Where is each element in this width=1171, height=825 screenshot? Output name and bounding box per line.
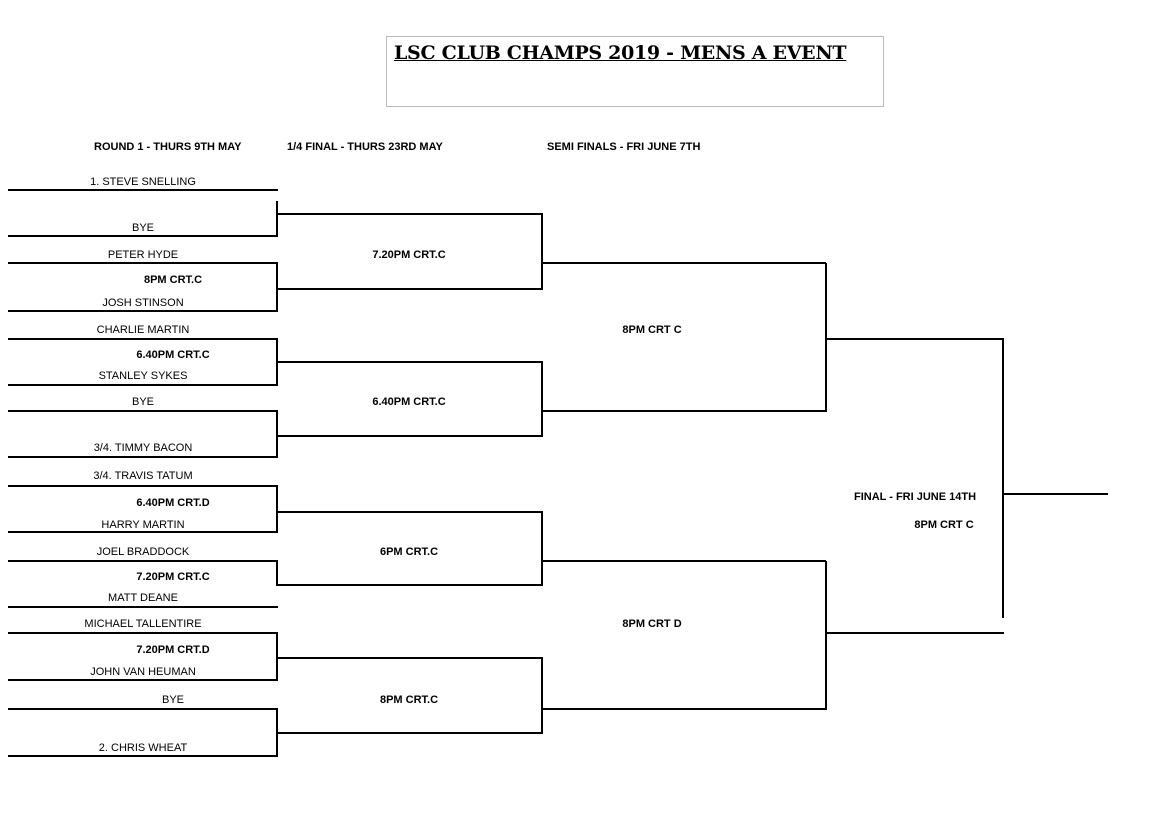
bracket-line: [8, 456, 278, 458]
player-name: 3/4. TRAVIS TATUM: [93, 470, 193, 482]
player-name: JOSH STINSON: [102, 297, 184, 309]
match-time: 7.20PM CRT.C: [136, 571, 210, 583]
bracket-line: [277, 511, 543, 513]
bracket-line: [541, 214, 543, 290]
bracket-line: [8, 632, 278, 634]
player-name: JOHN VAN HEUMAN: [90, 666, 196, 678]
bracket-line: [276, 561, 278, 586]
header-quarter-final: 1/4 FINAL - THURS 23RD MAY: [287, 141, 443, 153]
bracket-line: [277, 435, 543, 437]
quarter-final-time: 8PM CRT.C: [379, 694, 439, 706]
bracket-line: [277, 657, 543, 659]
match-time: 6.40PM CRT.C: [136, 349, 210, 361]
match-time: 6.40PM CRT.D: [136, 497, 210, 509]
title-box: LSC CLUB CHAMPS 2019 - MENS A EVENT: [386, 36, 884, 107]
bracket-line: [276, 411, 278, 458]
player-name: BYE: [131, 396, 155, 408]
match-time: 8PM CRT.C: [143, 274, 203, 286]
bracket-line: [541, 512, 543, 586]
bracket-line: [1002, 339, 1004, 618]
semi-final-time: 8PM CRT D: [622, 618, 682, 630]
final-time: 8PM CRT C: [914, 519, 974, 531]
player-name: STANLEY SYKES: [98, 370, 188, 382]
bracket-line: [8, 485, 278, 487]
player-name: PETER HYDE: [107, 249, 179, 261]
quarter-final-time: 6.40PM CRT.C: [372, 396, 446, 408]
bracket-line: [276, 263, 278, 312]
match-time: 7.20PM CRT.D: [136, 644, 210, 656]
bracket-line: [277, 288, 543, 290]
bracket-line: [541, 658, 543, 734]
player-name: BYE: [161, 694, 185, 706]
bracket-line: [826, 338, 1004, 340]
player-name: MICHAEL TALLENTIRE: [84, 618, 202, 630]
player-name: CHARLIE MARTIN: [96, 324, 190, 336]
page-title: LSC CLUB CHAMPS 2019 - MENS A EVENT: [394, 42, 847, 64]
bracket-line: [8, 679, 278, 681]
bracket-line: [8, 310, 278, 312]
player-name: MATT DEANE: [108, 592, 178, 604]
bracket-line: [8, 235, 278, 237]
bracket-line: [276, 486, 278, 533]
player-name: 3/4. TIMMY BACON: [93, 442, 193, 454]
quarter-final-time: 6PM CRT.C: [379, 546, 439, 558]
bracket-line: [541, 362, 543, 437]
semi-final-time: 8PM CRT C: [622, 324, 682, 336]
bracket-line: [277, 584, 543, 586]
player-name: 1. STEVE SNELLING: [90, 176, 196, 188]
bracket-line: [8, 338, 278, 340]
bracket-line: [8, 189, 278, 191]
bracket-line: [8, 606, 278, 608]
bracket-line: [542, 708, 826, 710]
bracket-line: [825, 561, 827, 710]
bracket-line: [542, 410, 826, 412]
bracket-line: [277, 361, 543, 363]
bracket-line: [826, 632, 1004, 634]
player-name: BYE: [131, 222, 155, 234]
bracket-line: [276, 201, 278, 237]
bracket-line: [8, 560, 278, 562]
bracket-line: [8, 384, 278, 386]
bracket-line: [1003, 493, 1108, 495]
header-semi-final: SEMI FINALS - FRI JUNE 7TH: [547, 141, 701, 153]
bracket-line: [8, 708, 278, 710]
bracket-line: [825, 263, 827, 412]
header-round1: ROUND 1 - THURS 9TH MAY: [94, 141, 242, 153]
bracket-line: [8, 531, 278, 533]
bracket-line: [277, 732, 543, 734]
bracket-line: [542, 560, 826, 562]
quarter-final-time: 7.20PM CRT.C: [372, 249, 446, 261]
bracket-line: [8, 262, 278, 264]
bracket-line: [542, 262, 826, 264]
bracket-line: [8, 755, 278, 757]
bracket-line: [277, 213, 543, 215]
player-name: HARRY MARTIN: [101, 519, 185, 531]
final-header: FINAL - FRI JUNE 14TH: [853, 491, 977, 503]
bracket-line: [8, 410, 278, 412]
player-name: 2. CHRIS WHEAT: [98, 742, 188, 754]
player-name: JOEL BRADDOCK: [96, 546, 190, 558]
